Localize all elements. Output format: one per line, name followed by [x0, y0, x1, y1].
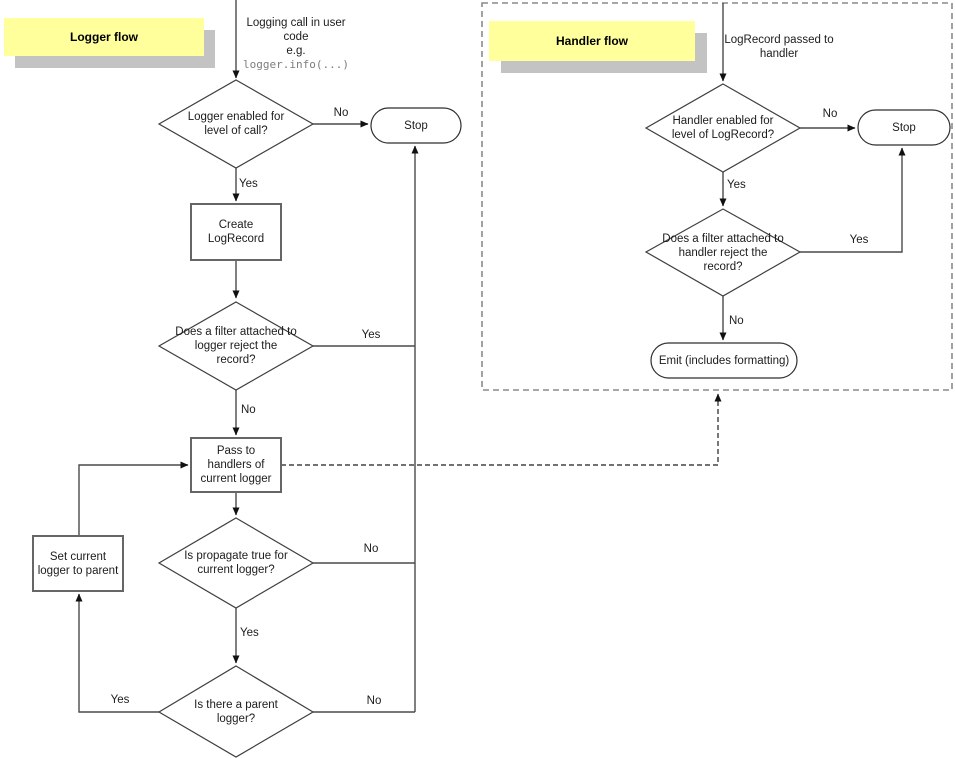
edge-label-henabled-no: No [822, 108, 838, 120]
set-current-logger-node [32, 535, 124, 592]
pass-to-handlers-label: Pass to handlers of current logger [200, 445, 272, 485]
decision-handler-filter [644, 208, 802, 297]
decision-propagate-label: Is propagate true for current logger? [184, 550, 288, 576]
edge-label-filter-yes: Yes [361, 329, 381, 341]
decision-logger-filter [157, 301, 315, 391]
edge-label-enabled-yes: Yes [239, 178, 258, 190]
dashed-connector-pass-to-handler [281, 393, 722, 466]
edge-label-propagate-no: No [363, 543, 379, 555]
edge-label-hfilter-no: No [729, 315, 744, 327]
stop-node-logger [370, 107, 462, 144]
decision-logger-enabled [157, 79, 315, 169]
create-logrecord-label: Create LogRecord [207, 219, 265, 245]
edge-set-to-pass [78, 461, 189, 536]
edge-label-filter-no: No [241, 404, 256, 416]
edge-label-henabled-yes: Yes [727, 179, 746, 191]
handler-start-label: LogRecord passed to handler [724, 34, 834, 60]
stop-node-handler [857, 109, 951, 146]
decision-handler-enabled [644, 83, 802, 173]
decision-logger-enabled-label: Logger enabled for level of call? [187, 111, 285, 137]
emit-node [650, 342, 798, 379]
stop-label-logger: Stop [404, 119, 428, 132]
logger-start-eg: e.g. [286, 45, 306, 57]
pass-to-handlers-node [190, 437, 282, 493]
create-logrecord-node [190, 203, 282, 261]
edge-label-propagate-yes: Yes [240, 627, 259, 639]
edge-label-parent-no: No [366, 695, 382, 707]
set-current-logger-label: Set current logger to parent [37, 550, 119, 577]
handler-flow-boundary [481, 2, 953, 391]
logger-flow-note: Logger flow [4, 18, 204, 56]
edge-hfilter-yes-to-stop [800, 147, 906, 253]
decision-logger-filter-label: Does a filter attached to logger reject … [175, 326, 297, 366]
edge-label-enabled-no: No [333, 107, 349, 119]
decision-handler-filter-label: Does a filter attached to handler reject… [662, 232, 784, 273]
edge-parent-yes-to-set [75, 593, 159, 713]
stop-label-handler: Stop [892, 121, 916, 134]
decision-parent-logger [157, 665, 315, 758]
handler-flow-note: Handler flow [489, 21, 695, 61]
logger-start-label: Logging call in user code e.g. logger.in… [238, 16, 354, 72]
decision-handler-enabled-label: Handler enabled for level of LogRecord? [671, 115, 775, 141]
logger-start-text: Logging call in user code [246, 17, 346, 43]
edge-label-hfilter-yes: Yes [849, 234, 869, 246]
decision-propagate [157, 517, 315, 609]
decision-parent-logger-label: Is there a parent logger? [194, 698, 278, 725]
edge-label-parent-yes: Yes [110, 694, 130, 706]
logger-start-code: logger.info(...) [243, 58, 349, 71]
emit-label: Emit (includes formatting) [658, 354, 790, 367]
